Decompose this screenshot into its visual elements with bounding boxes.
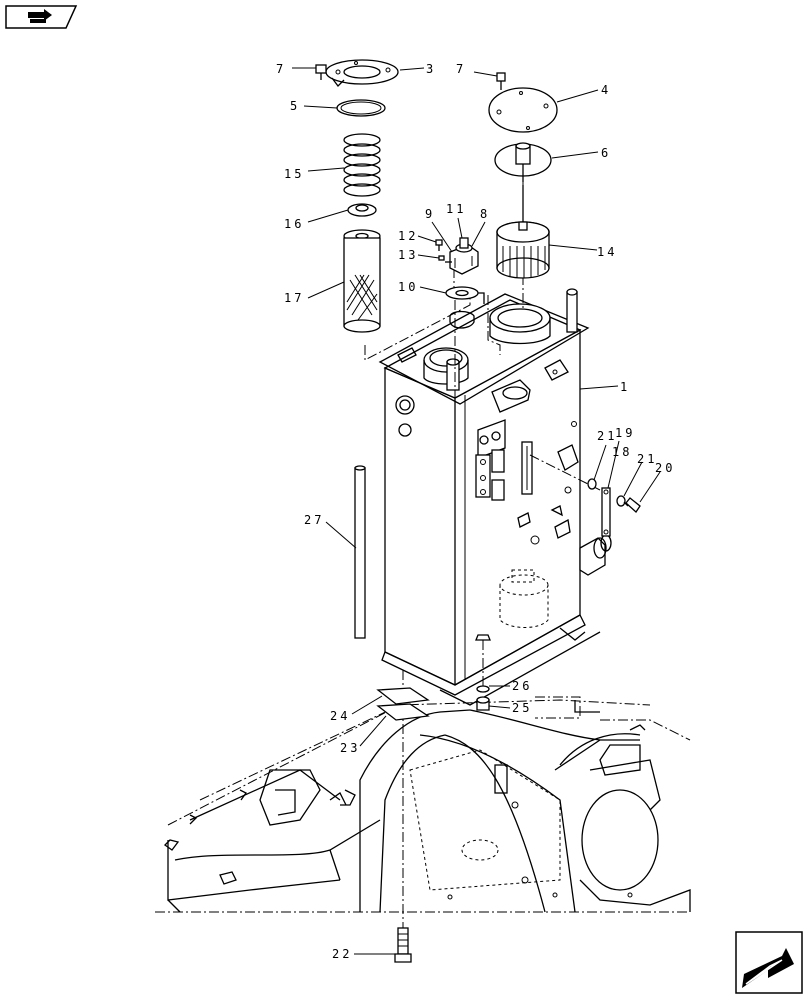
- part-10-gasket: [445, 286, 485, 329]
- callout-16: 16: [284, 217, 304, 231]
- part-4-cover: [488, 87, 558, 133]
- part-16-valve: [347, 203, 377, 217]
- part-25-26-drain: [475, 634, 491, 711]
- callout-10: 10: [398, 280, 418, 294]
- callout-21-upper: 21: [597, 429, 617, 443]
- callout-3: 3: [426, 62, 433, 76]
- top-nav-button[interactable]: [4, 4, 78, 30]
- part-23-24-shims: [376, 687, 430, 721]
- callout-19: 19: [615, 426, 635, 440]
- part-7-bolt-left: [315, 64, 327, 80]
- part-15-spring: [343, 133, 381, 197]
- callout-7-left: 7: [276, 62, 283, 76]
- callout-6: 6: [601, 146, 608, 160]
- hydraulic-tank: [378, 288, 612, 706]
- callout-12: 12: [398, 229, 418, 243]
- machine-frame: [155, 696, 691, 913]
- callout-11: 11: [446, 202, 466, 216]
- part-6-plate: [494, 142, 552, 182]
- callout-23: 23: [340, 741, 360, 755]
- callout-24: 24: [330, 709, 350, 723]
- part-12-13-screws: [435, 239, 445, 261]
- callout-13: 13: [398, 248, 418, 262]
- callout-22: 22: [332, 947, 352, 961]
- callout-15: 15: [284, 167, 304, 181]
- part-14-strainer: [496, 185, 550, 279]
- callout-17: 17: [284, 291, 304, 305]
- part-17-filter-element: [343, 229, 381, 333]
- part-3-cover: [325, 59, 399, 87]
- callout-21-lower: 21: [637, 452, 657, 466]
- part-7-bolt-right: [496, 72, 506, 90]
- callout-9: 9: [425, 207, 432, 221]
- part-18-21-level-gauge: [587, 478, 641, 537]
- callout-5: 5: [290, 99, 297, 113]
- callout-1: 1: [620, 380, 627, 394]
- callout-26: 26: [512, 679, 532, 693]
- callout-7-right: 7: [456, 62, 463, 76]
- callout-14: 14: [597, 245, 617, 259]
- callout-27: 27: [304, 513, 324, 527]
- part-8-9-11-breather: [445, 237, 479, 275]
- callout-4: 4: [601, 83, 608, 97]
- part-22-bolt: [394, 927, 412, 963]
- part-27-tube: [354, 465, 366, 639]
- next-page-button[interactable]: [734, 930, 804, 995]
- callout-25: 25: [512, 701, 532, 715]
- callout-8: 8: [480, 207, 487, 221]
- leader-lines: [292, 67, 661, 955]
- callout-labels: 7 3 5 15 16 17 7 4 6 14 9 11 8 12 13 10 …: [276, 62, 675, 961]
- part-5-oring: [336, 99, 386, 117]
- callout-18: 18: [612, 445, 632, 459]
- next-page-arrow-icon: [735, 931, 803, 994]
- book-arrow-icon: [5, 5, 78, 29]
- callout-20: 20: [655, 461, 675, 475]
